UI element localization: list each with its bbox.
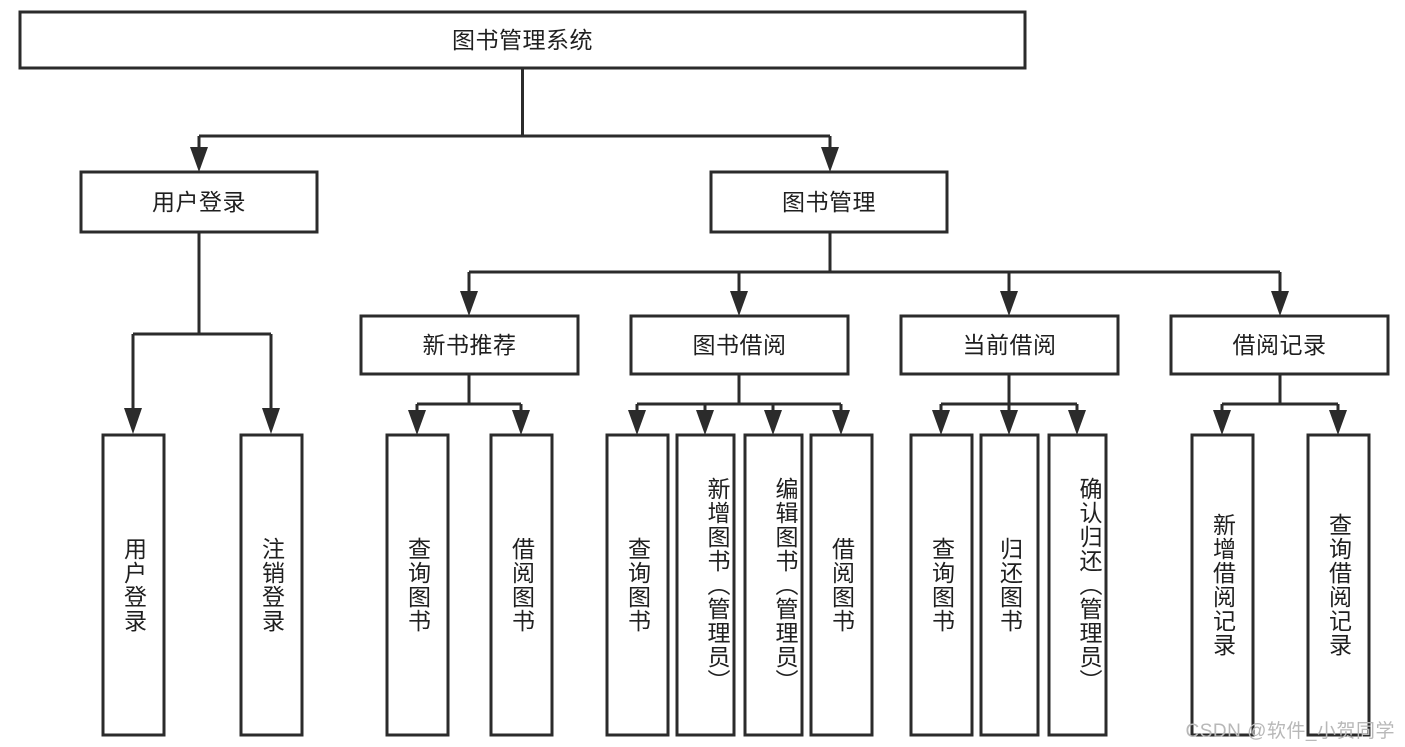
connector-layer xyxy=(124,68,1347,435)
node-layer xyxy=(18,10,1390,737)
node-box-leaf-query-book-3[interactable] xyxy=(909,433,974,737)
arrow-head-icon xyxy=(730,291,748,316)
node-box-leaf-query-book-2[interactable] xyxy=(605,433,670,737)
node-box-leaf-borrow-book-2[interactable] xyxy=(809,433,874,737)
node-box-leaf-return-book[interactable] xyxy=(979,433,1040,737)
arrow-head-icon xyxy=(190,147,208,172)
arrow-head-icon xyxy=(512,410,530,435)
arrow-head-icon xyxy=(1000,291,1018,316)
arrow-head-icon xyxy=(1000,410,1018,435)
node-box-leaf-query-book-1[interactable] xyxy=(385,433,450,737)
node-box-leaf-add-borrow-record[interactable] xyxy=(1190,433,1255,737)
arrow-head-icon xyxy=(1068,410,1086,435)
arrow-head-icon xyxy=(696,410,714,435)
arrow-head-icon xyxy=(1213,410,1231,435)
arrow-head-icon xyxy=(932,410,950,435)
arrow-head-icon xyxy=(832,410,850,435)
node-box-leaf-add-book[interactable] xyxy=(675,433,736,737)
arrow-head-icon xyxy=(821,147,839,172)
arrow-head-icon xyxy=(124,408,142,434)
node-box-root[interactable] xyxy=(18,10,1027,70)
node-box-leaf-user-login[interactable] xyxy=(101,433,166,737)
arrow-head-icon xyxy=(1329,410,1347,435)
node-box-user-login[interactable] xyxy=(79,170,319,234)
node-box-leaf-logout[interactable] xyxy=(239,433,304,737)
node-box-borrow-record[interactable] xyxy=(1169,314,1390,376)
node-box-book-management[interactable] xyxy=(709,170,949,234)
node-box-leaf-confirm-return[interactable] xyxy=(1047,433,1108,737)
node-box-leaf-query-borrow-record[interactable] xyxy=(1306,433,1371,737)
arrow-head-icon xyxy=(1271,291,1289,316)
node-box-current-borrow[interactable] xyxy=(899,314,1120,376)
arrow-head-icon xyxy=(460,291,478,316)
arrow-head-icon xyxy=(262,408,280,434)
node-box-new-book-recommend[interactable] xyxy=(359,314,580,376)
node-box-leaf-edit-book[interactable] xyxy=(743,433,804,737)
arrow-head-icon xyxy=(764,410,782,435)
node-box-book-borrow[interactable] xyxy=(629,314,850,376)
node-box-leaf-borrow-book-1[interactable] xyxy=(489,433,554,737)
arrow-head-icon xyxy=(628,410,646,435)
arrow-head-icon xyxy=(408,410,426,435)
